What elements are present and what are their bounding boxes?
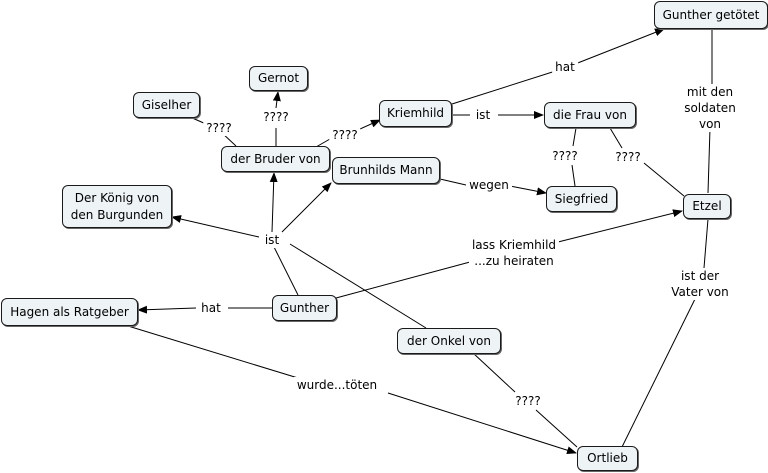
concept-kriemhild[interactable]: Kriemhild (379, 100, 452, 127)
edge-bruder-q-kriemhild (315, 138, 331, 148)
link-q-etzel: ???? (612, 149, 644, 165)
edge-vater-ortlieb (621, 296, 697, 448)
concept-etzel[interactable]: Etzel (683, 194, 731, 219)
edge-gunther-ist (273, 246, 299, 296)
link-hat-hagen: hat (198, 300, 224, 316)
link-q-kriemhild: ???? (329, 127, 361, 143)
link-ist: ist (261, 232, 283, 248)
link-ist-die-frau-von: ist (472, 107, 494, 123)
concept-die-frau-von[interactable]: die Frau von (544, 102, 636, 128)
concept-brunhilds-mann[interactable]: Brunhilds Mann (332, 157, 440, 184)
link-mit-den-soldaten-von: mit den soldaten von (681, 84, 739, 132)
edge-onkel-q-ortlieb (472, 352, 516, 393)
edge-q-etzel-etzel (643, 162, 685, 197)
edge-ist-onkel (289, 243, 427, 329)
edge-q-kriemhild-kriemhild (359, 119, 381, 130)
edge-hat-gunther-getoetet (564, 28, 665, 69)
link-wegen: wegen (466, 177, 512, 193)
concept-ortlieb[interactable]: Ortlieb (577, 446, 638, 471)
concept-siegfried[interactable]: Siegfried (546, 186, 617, 212)
link-q-gernot: ???? (260, 109, 292, 125)
link-wurde-toeten: wurde...töten (293, 377, 381, 393)
edge-gunther-lass (335, 261, 471, 299)
link-hat-gunther-getoetet: hat (552, 59, 578, 75)
edge-etzel-vater (703, 218, 709, 269)
edge-ist-brunhild (281, 182, 332, 233)
concept-gernot[interactable]: Gernot (249, 66, 308, 91)
edge-brunhild-wegen (439, 178, 467, 186)
concept-der-onkel-von[interactable]: der Onkel von (397, 328, 501, 354)
edge-ist-bruder (269, 172, 278, 233)
edge-lass-etzel (557, 209, 683, 243)
link-lass-kriemhild-zu-heiraten: lass Kriemhild ...zu heiraten (468, 237, 560, 269)
edge-wurde-ortlieb (387, 392, 577, 455)
concept-gunther[interactable]: Gunther (272, 295, 337, 321)
edge-ist-koenig (171, 215, 260, 238)
concept-hagen-als-ratgeber[interactable]: Hagen als Ratgeber (1, 298, 138, 326)
edge-hagen-wurde (127, 325, 299, 379)
edge-q-ortlieb-ortlieb (535, 409, 578, 448)
link-q-giselher: ???? (203, 120, 235, 136)
link-q-ortlieb: ???? (512, 393, 544, 409)
concept-giselher[interactable]: Giselher (133, 92, 200, 118)
concept-der-koenig-von-den-burgunden[interactable]: Der König von den Burgunden (62, 185, 172, 228)
edge-hat-hagen (137, 305, 197, 314)
edge-mit-den-soldaten-etzel (707, 127, 711, 194)
edge-q-siegfried-siegfried (571, 164, 576, 187)
link-ist-der-vater-von: ist der Vater von (668, 268, 732, 300)
link-q-siegfried: ???? (549, 148, 581, 164)
edge-q-gernot-gernot (272, 91, 281, 109)
edge-wegen-siegfried (509, 185, 547, 196)
concept-der-bruder-von[interactable]: der Bruder von (221, 146, 330, 172)
concept-gunther-getoetet[interactable]: Gunther getötet (654, 1, 768, 29)
edge-frau-q-siegfried (572, 127, 577, 147)
edge-frau-q-etzel (609, 127, 623, 149)
edge-kriemhild-hat (451, 67, 566, 105)
